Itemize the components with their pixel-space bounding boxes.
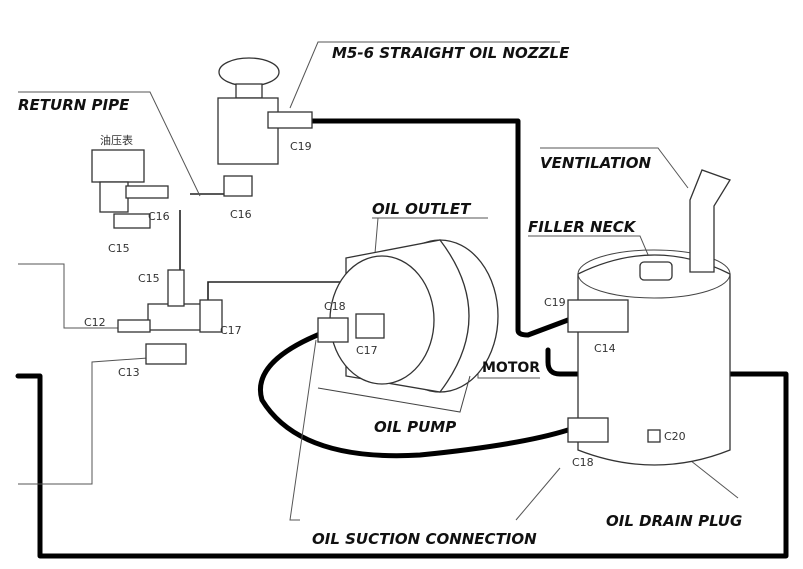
tank-lid bbox=[577, 249, 731, 299]
code-c13: C13 bbox=[118, 366, 140, 379]
c13-fitting bbox=[145, 343, 187, 365]
code-c19-tank: C19 bbox=[544, 296, 566, 309]
leader-nozzle bbox=[289, 41, 560, 109]
code-c18-tank: C18 bbox=[572, 456, 594, 469]
outer-return-line bbox=[15, 347, 789, 559]
code-c17-pump: C17 bbox=[356, 344, 378, 357]
label-filler-neck: FILLER NECK bbox=[528, 218, 637, 236]
vent-pipe bbox=[689, 169, 731, 273]
leader-suction bbox=[289, 339, 317, 521]
c18-tank-fitting bbox=[567, 417, 609, 443]
code-c15-low: C15 bbox=[108, 242, 130, 255]
label-return-pipe: RETURN PIPE bbox=[18, 96, 130, 114]
code-c19-top: C19 bbox=[290, 140, 312, 153]
pressure-gauge bbox=[91, 149, 145, 183]
gauge-stem bbox=[99, 181, 129, 213]
leader-c13 bbox=[18, 357, 149, 485]
leader-return bbox=[18, 91, 201, 197]
label-oil-outlet: OIL OUTLET bbox=[372, 200, 472, 218]
pump-pressure-hose bbox=[258, 327, 571, 459]
gauge-label: 油压表 bbox=[100, 133, 133, 147]
code-c18-pump: C18 bbox=[324, 300, 346, 313]
code-c14: C14 bbox=[594, 342, 616, 355]
leader-suction-right bbox=[515, 467, 561, 521]
label-motor: MOTOR bbox=[482, 360, 540, 376]
c18-pump-fitting bbox=[317, 317, 349, 343]
c15-fitting-up bbox=[167, 269, 185, 307]
c15-fitting-low bbox=[113, 213, 151, 229]
label-nozzle: M5-6 STRAIGHT OIL NOZZLE bbox=[332, 44, 570, 62]
label-ventilation: VENTILATION bbox=[540, 154, 652, 172]
label-suction: OIL SUCTION CONNECTION bbox=[312, 530, 537, 548]
c16-fitting-right bbox=[223, 175, 253, 197]
c16-fitting-left bbox=[125, 185, 169, 199]
leader-c12 bbox=[18, 263, 122, 329]
c17-fitting-left bbox=[199, 299, 223, 333]
drain-plug bbox=[647, 429, 661, 443]
leader-ventilation bbox=[540, 147, 689, 189]
nozzle-body bbox=[217, 97, 279, 165]
c12-fitting bbox=[117, 319, 151, 333]
c19-fitting bbox=[267, 111, 313, 129]
c14-fitting bbox=[567, 299, 629, 333]
code-c17-left: C17 bbox=[220, 324, 242, 337]
code-c20: C20 bbox=[664, 430, 686, 443]
label-drain-plug: OIL DRAIN PLUG bbox=[606, 512, 742, 530]
label-oil-pump: OIL PUMP bbox=[374, 418, 456, 436]
c17-pump-fitting bbox=[355, 313, 385, 339]
nozzle-return-hose bbox=[309, 118, 571, 338]
code-c15-up: C15 bbox=[138, 272, 160, 285]
filler-cap bbox=[639, 261, 673, 281]
code-c16-left: C16 bbox=[148, 210, 170, 223]
code-c16-right: C16 bbox=[230, 208, 252, 221]
nozzle-knob bbox=[218, 57, 280, 87]
pump-base bbox=[317, 375, 471, 413]
code-c12: C12 bbox=[84, 316, 106, 329]
nozzle-neck bbox=[235, 83, 263, 99]
